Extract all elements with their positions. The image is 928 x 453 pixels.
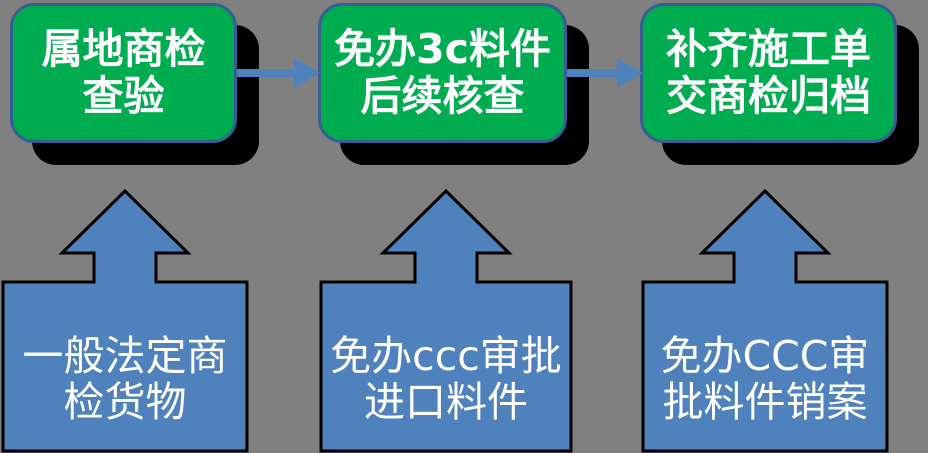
source-callout-2-label: 免办ccc审批 进口料件 (330, 332, 562, 426)
source-callout-3-label: 免办CCC审 批料件销案 (660, 332, 870, 426)
process-step-2-box: 免办3c料件 后续核查 (318, 3, 567, 143)
right-arrow-icon-2 (567, 58, 643, 88)
right-arrow-icon-1 (237, 58, 320, 88)
up-arrow-callout-2-shape (319, 188, 573, 453)
process-step-3-label: 补齐施工单 交商检归档 (666, 24, 871, 120)
process-step-2-label: 免办3c料件 后续核查 (334, 24, 551, 120)
process-step-1-box: 属地商检 查验 (10, 3, 237, 143)
process-step-3-box: 补齐施工单 交商检归档 (640, 3, 897, 143)
process-step-1-label: 属地商检 查验 (41, 24, 206, 120)
up-arrow-callout-3-shape (641, 188, 889, 453)
up-arrow-callout-1-shape (1, 188, 249, 453)
source-callout-1-label: 一般法定商 检货物 (22, 332, 228, 426)
